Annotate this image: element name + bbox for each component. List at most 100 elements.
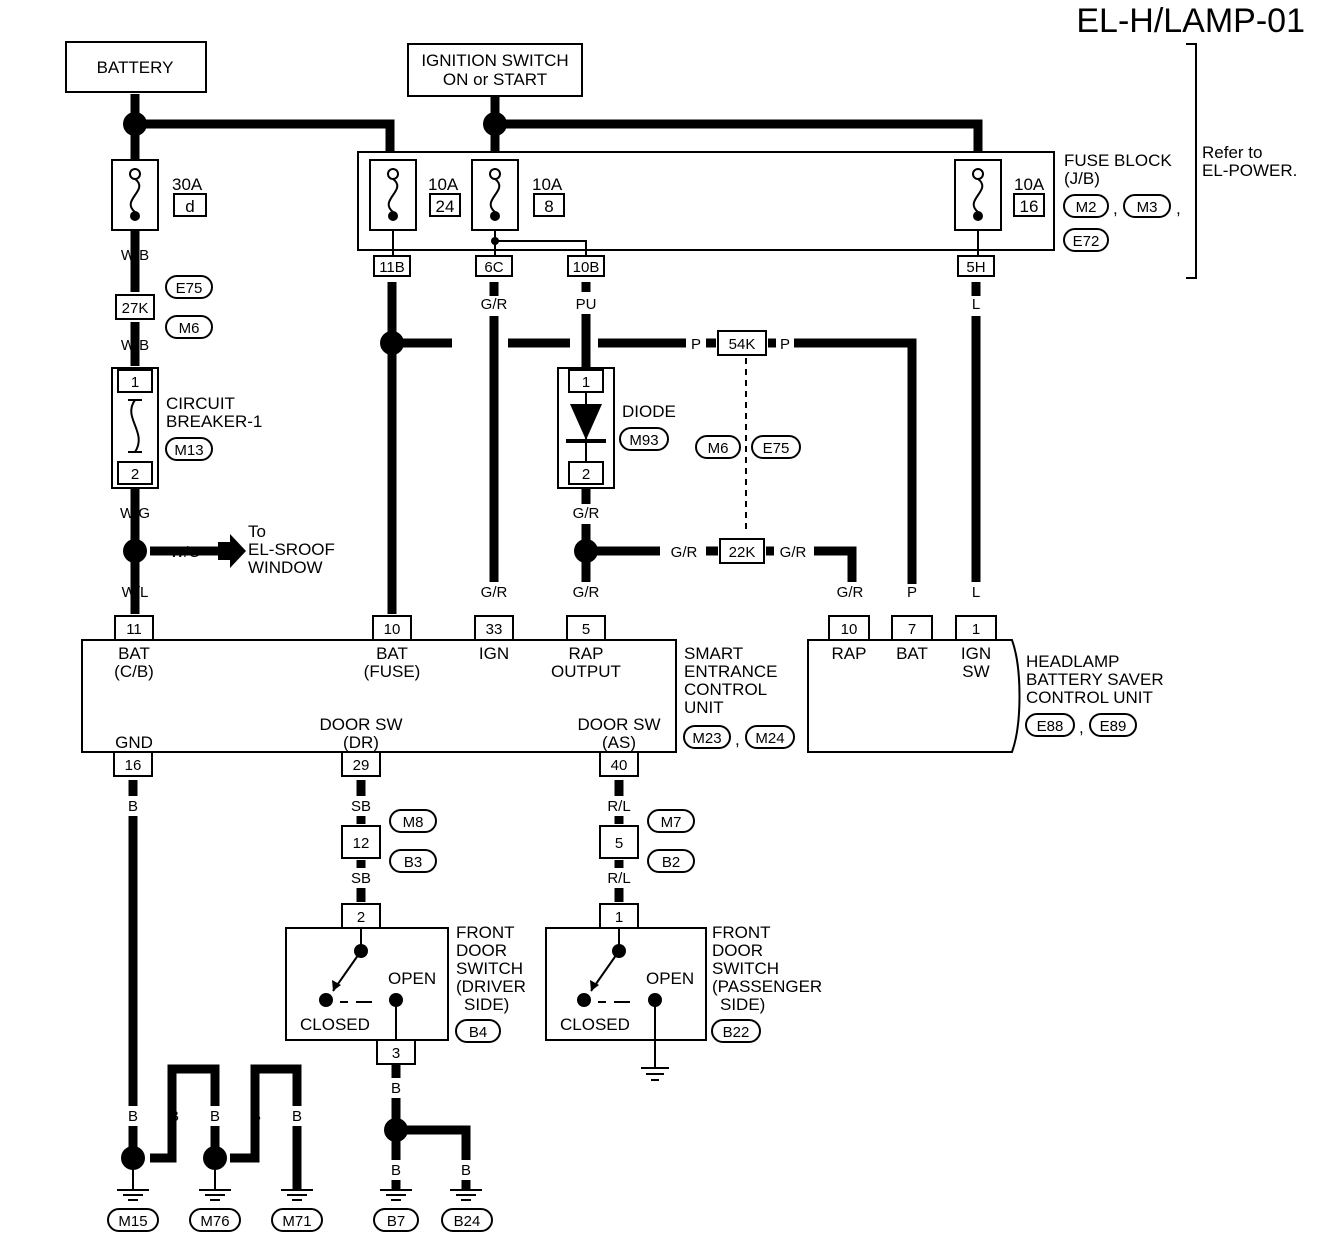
fuse-8-rating: 10A xyxy=(532,175,563,194)
seu-pin-10: 10 xyxy=(384,621,401,638)
ds-pass-pin-1: 1 xyxy=(615,909,623,926)
seu-label-3: CONTROL xyxy=(684,680,767,699)
fuse-16-rating: 10A xyxy=(1014,175,1045,194)
fuse-30a xyxy=(111,159,159,231)
harness-m2: M2 xyxy=(1076,199,1097,216)
ds-driver-pin-2: 2 xyxy=(357,909,365,926)
ds-driver-label-5: SIDE) xyxy=(464,995,509,1014)
hb-label-3: CONTROL UNIT xyxy=(1026,688,1153,707)
wire-label: G/R xyxy=(573,584,600,601)
ground-m76: M76 xyxy=(200,1213,229,1230)
wire-label: G/R xyxy=(780,544,807,561)
ground-icon xyxy=(641,1067,669,1081)
term-ign: IGN xyxy=(479,644,509,663)
hb-label-2: BATTERY SAVER xyxy=(1026,670,1164,689)
cb-label-2: BREAKER-1 xyxy=(166,412,262,431)
term-dsw-dr-2: (DR) xyxy=(343,733,379,752)
battery-box xyxy=(65,41,207,93)
ds-driver-closed: CLOSED xyxy=(300,1015,370,1034)
connector-6c: 6C xyxy=(484,259,503,276)
wire-label: W/B xyxy=(121,247,149,264)
term-rap-2: OUTPUT xyxy=(551,662,621,681)
ground-b7: B7 xyxy=(387,1213,405,1230)
harness-m8: M8 xyxy=(403,814,424,831)
wire-label: SB xyxy=(351,798,371,815)
wire-label: G/R xyxy=(573,505,600,522)
harness-m7: M7 xyxy=(661,814,682,831)
fuse-block-box xyxy=(357,151,1055,251)
wire-label: B xyxy=(391,1162,401,1179)
ignition-label-2: ON or START xyxy=(443,70,547,89)
wire-label: R/L xyxy=(607,798,630,815)
fuse-16-id: 16 xyxy=(1020,197,1039,216)
fuse-8 xyxy=(471,159,587,256)
fuse-block-label-1: FUSE BLOCK xyxy=(1064,151,1172,170)
wire-label: G/R xyxy=(837,584,864,601)
seu-pin-5: 5 xyxy=(582,621,590,638)
fuse-block-label-2: (J/B) xyxy=(1064,169,1100,188)
ds-driver-pin-3: 3 xyxy=(392,1045,400,1062)
switch-passenger-icon xyxy=(577,928,662,1068)
wire-label: PU xyxy=(576,296,597,313)
hb-term-ign-1: IGN xyxy=(961,644,991,663)
refer-to-2: EL-POWER. xyxy=(1202,161,1297,180)
diode xyxy=(557,367,615,489)
wire-label: B xyxy=(461,1162,471,1179)
door-switch-passenger-box xyxy=(545,927,707,1041)
ds-driver-open: OPEN xyxy=(388,969,436,988)
harness-m3: M3 xyxy=(1137,199,1158,216)
ignition-switch-box xyxy=(407,43,583,97)
ground-b24: B24 xyxy=(454,1213,481,1230)
wire-label: L xyxy=(972,296,980,313)
harness-m23: M23 xyxy=(692,730,721,747)
power-bracket xyxy=(1186,43,1197,279)
connector-10b: 10B xyxy=(573,259,600,276)
wire-label: SB xyxy=(351,870,371,887)
harness-m13: M13 xyxy=(174,442,203,459)
connector-5-box xyxy=(599,825,639,859)
term-bat-fuse-2: (FUSE) xyxy=(364,662,421,681)
ds-pass-label-4: (PASSENGER xyxy=(712,977,822,996)
seu-pin-33: 33 xyxy=(486,621,503,638)
connector-54k-box xyxy=(717,330,767,356)
to-label-3: WINDOW xyxy=(248,558,323,577)
seu-label-1: SMART xyxy=(684,644,743,663)
connector-12: 12 xyxy=(353,835,370,852)
cb-label-1: CIRCUIT xyxy=(166,394,235,413)
seu-pin-40: 40 xyxy=(611,757,628,774)
to-label-1: To xyxy=(248,522,266,541)
diode-pin-1: 1 xyxy=(582,374,590,391)
circuit-breaker xyxy=(111,367,159,489)
term-dsw-as-2: (AS) xyxy=(602,733,636,752)
wire-label: W/L xyxy=(122,584,149,601)
refer-to-1: Refer to xyxy=(1202,143,1262,162)
harness-b22: B22 xyxy=(723,1024,750,1041)
fuse-16 xyxy=(954,159,1002,256)
ds-driver-label-4: (DRIVER xyxy=(456,977,526,996)
wires xyxy=(128,94,983,1190)
diode-pin-2: 2 xyxy=(582,466,590,483)
harness-b4: B4 xyxy=(469,1024,487,1041)
wire-label: P xyxy=(907,584,917,601)
connector-5h: 5H xyxy=(966,259,985,276)
ds-pass-open: OPEN xyxy=(646,969,694,988)
harness-e72: E72 xyxy=(1073,233,1100,250)
term-dsw-as-1: DOOR SW xyxy=(577,715,660,734)
fuse-30a-id: d xyxy=(185,197,194,216)
arrow-icon xyxy=(218,534,246,568)
diagram-title: EL-H/LAMP-01 xyxy=(1076,2,1305,40)
hb-term-rap: RAP xyxy=(832,644,867,663)
fuse-24 xyxy=(369,159,417,256)
ds-pass-label-3: SWITCH xyxy=(712,959,779,978)
wire-label: B xyxy=(210,1108,220,1125)
term-bat-cb-1: BAT xyxy=(118,644,150,663)
headlamp-saver-box xyxy=(807,639,1021,753)
connector-22k-box xyxy=(719,538,765,564)
term-gnd: GND xyxy=(115,733,153,752)
to-label-2: EL-SROOF xyxy=(248,540,335,559)
connector-22k: 22K xyxy=(729,544,756,561)
ignition-label-1: IGNITION SWITCH xyxy=(421,51,568,70)
sep-4: , xyxy=(1079,718,1084,737)
harness-m24: M24 xyxy=(755,730,784,747)
fuse-24-id: 24 xyxy=(436,197,455,216)
